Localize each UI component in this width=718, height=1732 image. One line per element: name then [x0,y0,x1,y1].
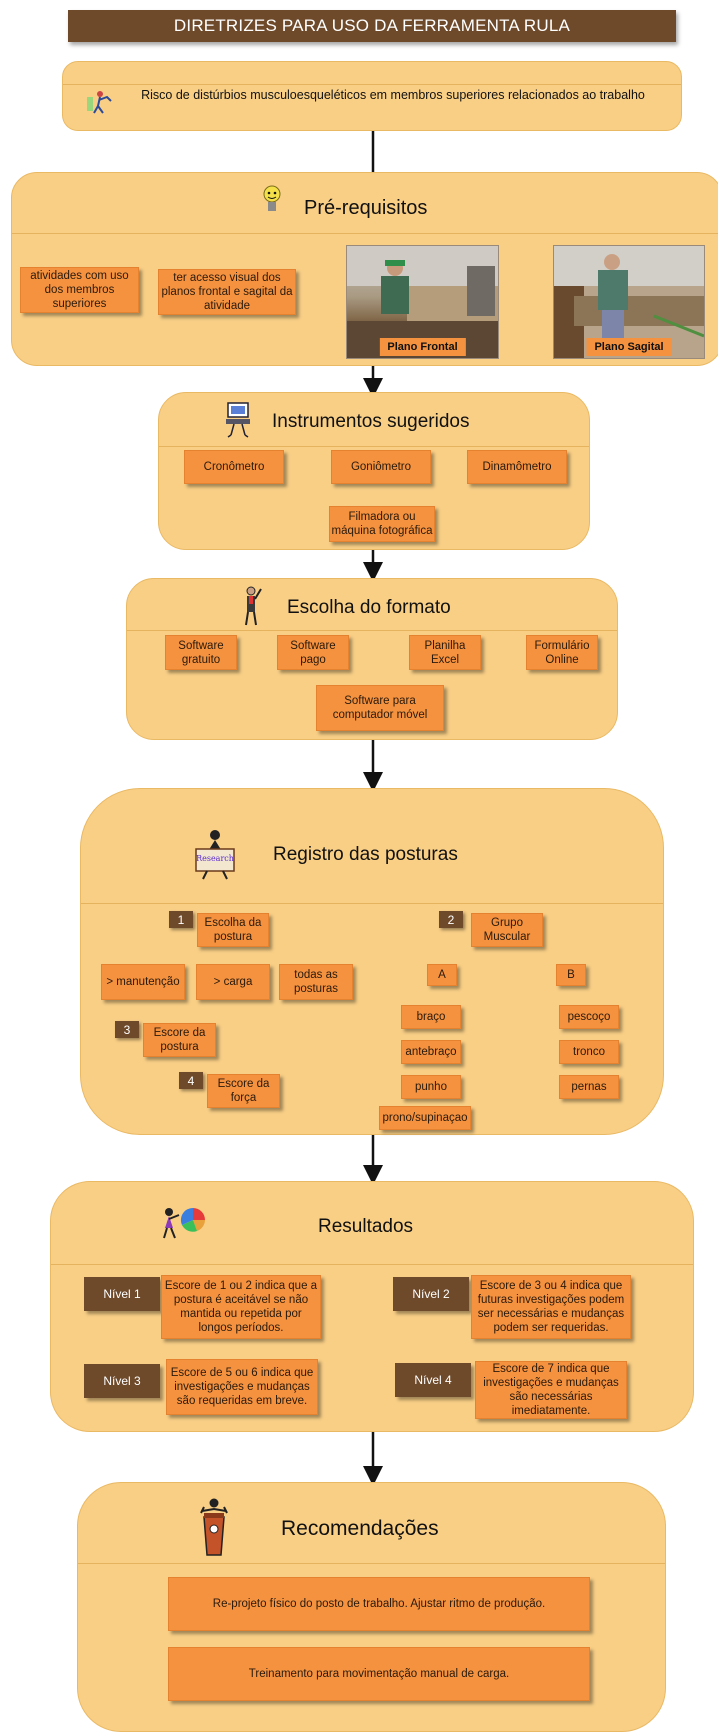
postures-panel: Research Registro das posturas 1 Escolha… [80,788,664,1135]
research-label: Research [196,854,234,863]
posture-choice-box: Escolha da postura [197,913,269,947]
recommendations-panel: Recomendações Re-projeto físico do posto… [77,1482,666,1732]
frontal-plane-label: Plano Frontal [379,338,466,356]
results-title: Resultados [318,1216,414,1237]
instruments-title: Instrumentos sugeridos [272,411,470,432]
a-item-wrist: punho [401,1075,461,1099]
instrument-goniometer: Goniômetro [331,450,431,484]
presenter-figure-icon [239,585,263,627]
level-2-description: Escore de 3 ou 4 indica que futuras inve… [471,1275,631,1339]
group-b-box: B [556,964,586,986]
worker-figure-icon [85,89,115,115]
level-3-description: Escore de 5 ou 6 indica que investigaçõe… [166,1359,318,1415]
level-1-label: Nível 1 [84,1277,160,1311]
format-panel: Escolha do formato Software gratuito Sof… [126,578,618,740]
research-figure-icon: Research [193,827,237,881]
choice-all-postures: todas as posturas [279,964,353,1000]
level-4-label: Nível 4 [395,1363,471,1397]
b-item-legs: pernas [559,1075,619,1099]
level-4-description: Escore de 7 indica que investigações e m… [475,1361,627,1419]
prerequisites-title: Pré-requisitos [304,197,428,219]
posture-score-box: Escore da postura [143,1023,216,1057]
lightbulb-icon [260,185,284,217]
sagittal-plane-label: Plano Sagital [586,338,672,356]
format-free-software: Software gratuito [165,635,237,670]
risk-text: Risco de distúrbios musculoesqueléticos … [141,88,645,102]
group-a-box: A [427,964,457,986]
recommendation-redesign: Re-projeto físico do posto de trabalho. … [168,1577,590,1631]
instruments-panel: Instrumentos sugeridos Cronômetro Goniôm… [158,392,590,550]
level-3-label: Nível 3 [84,1364,160,1398]
step-number-2: 2 [439,911,463,928]
level-1-description: Escore de 1 ou 2 indica que a postura é … [161,1275,321,1339]
choice-load: > carga [196,964,270,1000]
format-paid-software: Software pago [277,635,349,670]
prereq-item-upper-limbs: atividades com uso dos membros superiore… [20,267,139,313]
page-title-banner: DIRETRIZES PARA USO DA FERRAMENTA RULA [68,10,676,42]
results-panel: Resultados Nível 1 Escore de 1 ou 2 indi… [50,1181,694,1432]
instrument-camera: Filmadora ou máquina fotográfica [329,506,435,542]
format-online-form: Formulário Online [526,635,598,670]
recommendations-title: Recomendações [281,1517,439,1540]
computer-icon [225,401,251,439]
format-title: Escolha do formato [287,597,451,618]
a-item-arm: braço [401,1005,461,1029]
prereq-item-visual-access: ter acesso visual dos planos frontal e s… [158,269,296,315]
frontal-plane-photo: Plano Frontal [346,245,499,359]
format-mobile-software: Software para computador móvel [316,685,444,731]
force-score-box: Escore da força [207,1074,280,1108]
a-item-forearm: antebraço [401,1040,461,1064]
choice-maintenance: > manutenção [101,964,185,1000]
b-item-trunk: tronco [559,1040,619,1064]
postures-title: Registro das posturas [273,844,458,865]
muscle-group-box: Grupo Muscular [471,913,543,947]
risk-panel: Risco de distúrbios musculoesqueléticos … [62,61,682,131]
format-excel: Planilha Excel [409,635,481,670]
b-item-neck: pescoço [559,1005,619,1029]
step-number-3: 3 [115,1021,139,1038]
a-item-prono-supination: prono/supinaçao [379,1106,471,1130]
level-2-label: Nível 2 [393,1277,469,1311]
step-number-4: 4 [179,1072,203,1089]
podium-speaker-icon [196,1497,232,1557]
instrument-chronometer: Cronômetro [184,450,284,484]
instrument-dynamometer: Dinamômetro [467,450,567,484]
prerequisites-panel: Pré-requisitos atividades com uso dos me… [11,172,718,366]
recommendation-training: Treinamento para movimentação manual de … [168,1647,590,1701]
sagittal-plane-photo: Plano Sagital [553,245,705,359]
pie-chart-person-icon [157,1204,209,1244]
step-number-1: 1 [169,911,193,928]
